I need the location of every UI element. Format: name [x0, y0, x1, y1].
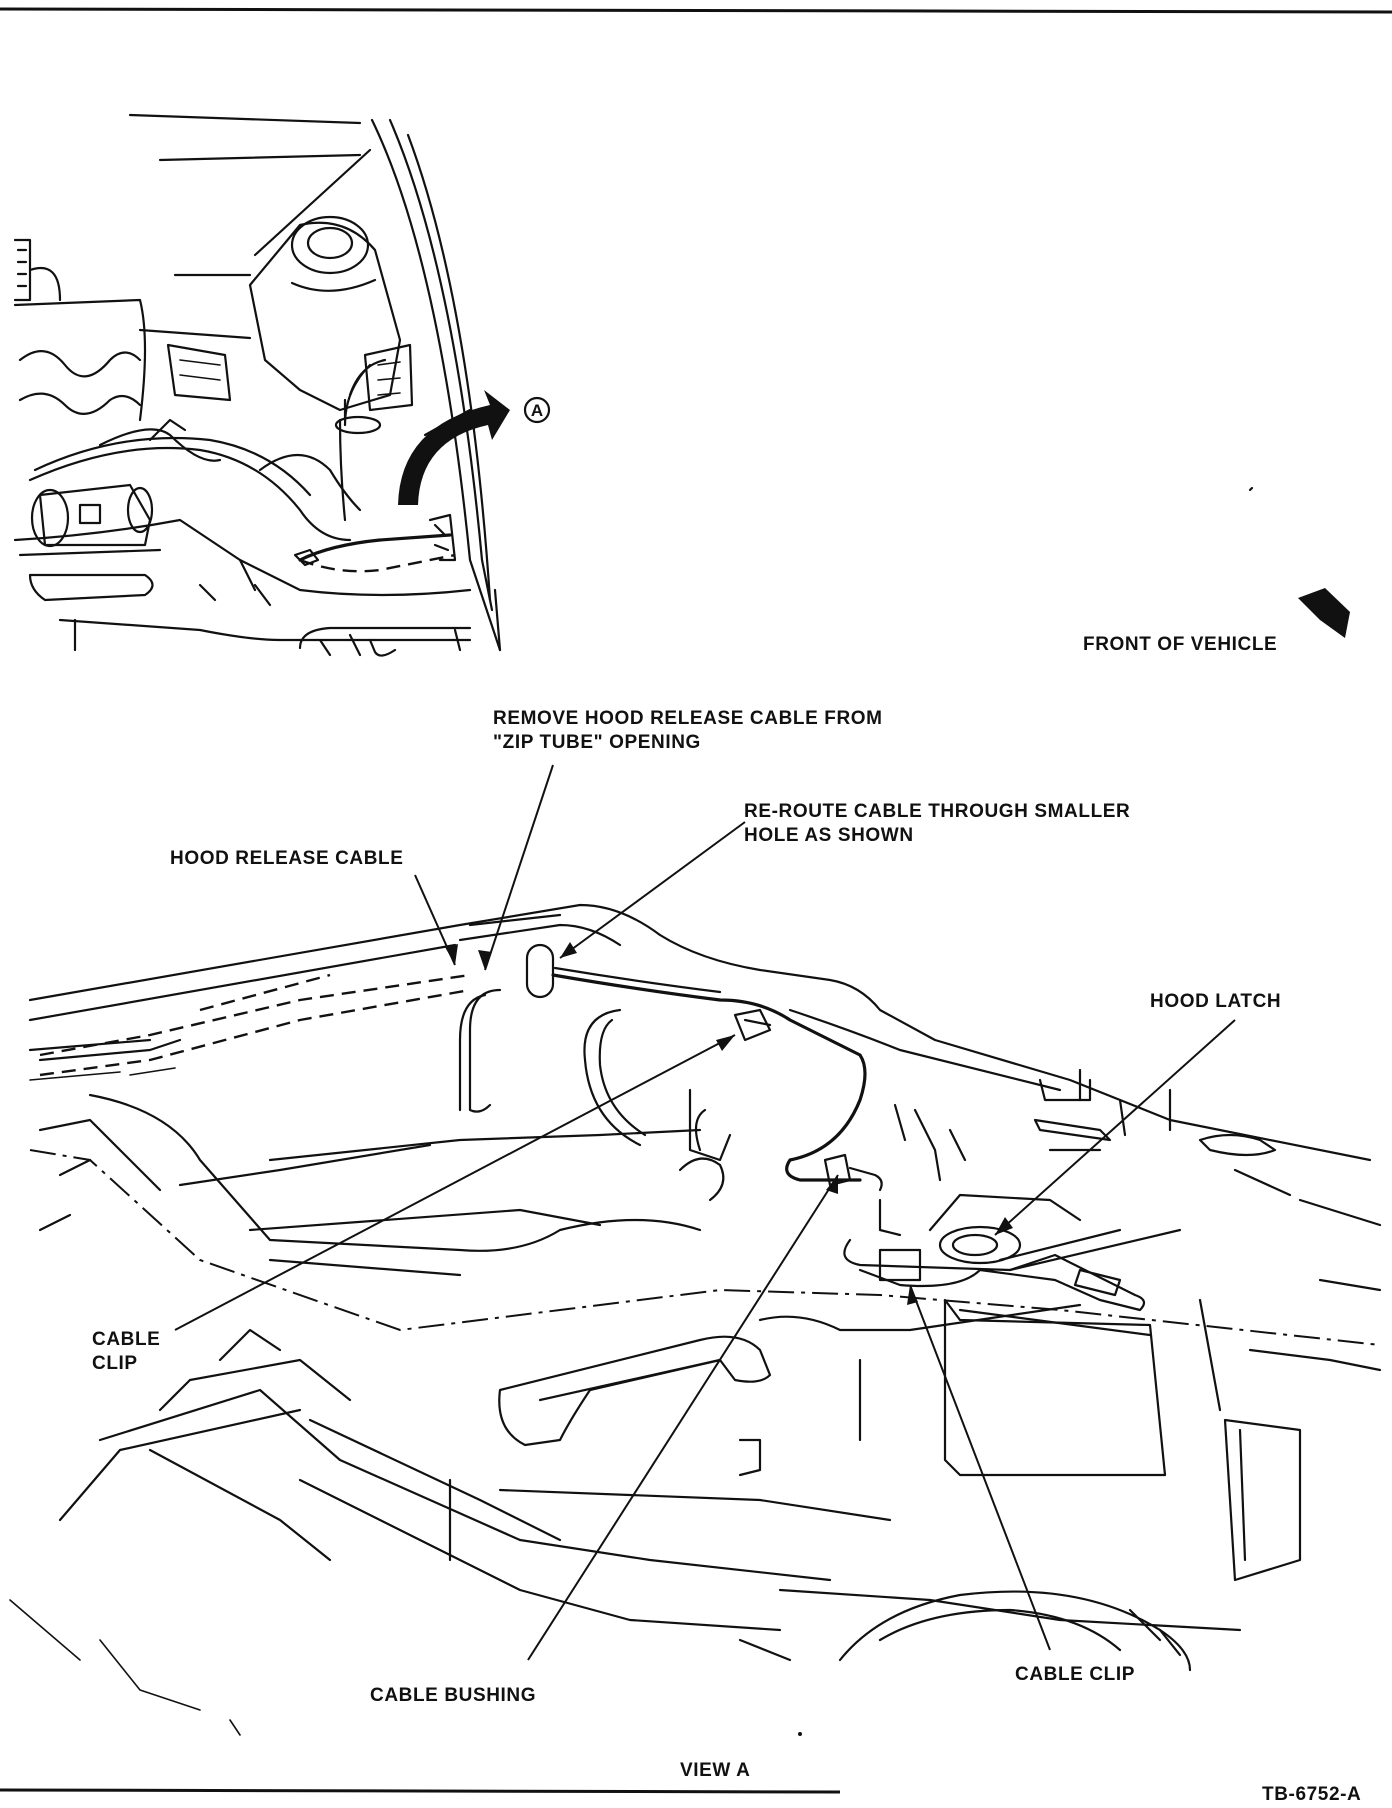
reroute-label-line1: RE-ROUTE CABLE THROUGH SMALLER — [744, 801, 1130, 822]
figure-id: TB-6752-A — [1262, 1784, 1361, 1805]
remove-cable-label-line2: "ZIP TUBE" OPENING — [493, 732, 701, 753]
callout-a-letter: A — [531, 401, 543, 420]
front-of-vehicle-label: FRONT OF VEHICLE — [1083, 634, 1277, 655]
remove-cable-label-line1: REMOVE HOOD RELEASE CABLE FROM — [493, 708, 883, 729]
cable-clip-left-label-line2: CLIP — [92, 1353, 138, 1374]
front-arrow-icon — [1298, 588, 1350, 638]
bottom-rule — [0, 1788, 841, 1794]
view-a-drawing — [9, 903, 1382, 1736]
leader-lines — [174, 764, 1236, 1661]
engine-compartment-inset: A — [13, 113, 551, 657]
cable-clip-left-label-line1: CABLE — [92, 1329, 160, 1350]
cable-clip-right-label: CABLE CLIP — [1015, 1664, 1135, 1685]
top-rule — [0, 7, 1392, 14]
hood-latch-label: HOOD LATCH — [1150, 991, 1281, 1012]
view-a-caption: VIEW A — [680, 1760, 750, 1781]
cable-bushing-label: CABLE BUSHING — [370, 1685, 536, 1706]
hood-release-cable-label: HOOD RELEASE CABLE — [170, 848, 404, 869]
leader-arrowheads — [445, 942, 1013, 1305]
reroute-label-line2: HOLE AS SHOWN — [744, 825, 914, 846]
